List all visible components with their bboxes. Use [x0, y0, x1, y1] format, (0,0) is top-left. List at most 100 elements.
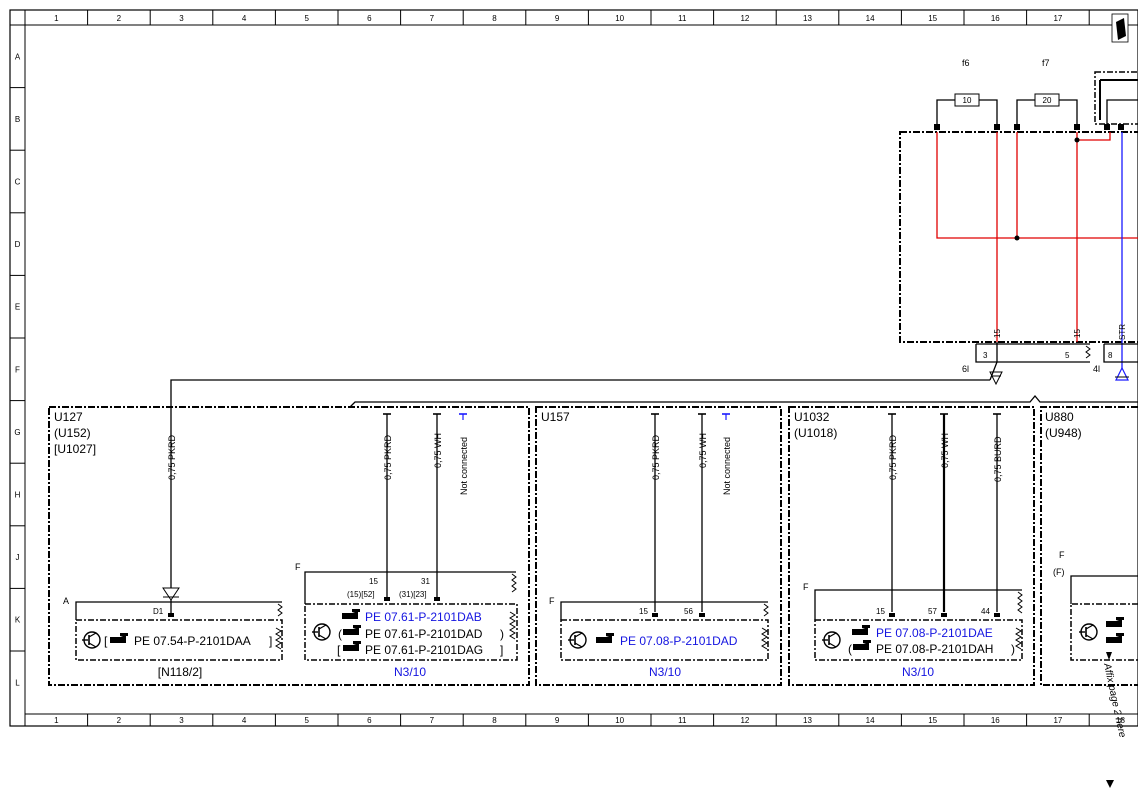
fuse-f7-value: 20 [1043, 96, 1052, 105]
u127-module-f-caption: N3/10 [394, 665, 426, 679]
column-label: 7 [430, 14, 435, 23]
column-label: 7 [430, 716, 435, 725]
column-label: 9 [555, 14, 560, 23]
u127-f-ref3[interactable]: PE 07.61-P-2101DAG [365, 643, 483, 657]
u127-f-wire3: Not connected [459, 437, 469, 495]
column-label: 11 [678, 14, 687, 23]
column-label: 5 [304, 716, 309, 725]
connector-6l-label: 6l [962, 364, 969, 374]
column-label: 9 [555, 716, 560, 725]
u127-module-a-pin: D1 [153, 607, 164, 616]
u1032-pin1: 15 [876, 607, 885, 616]
u880-hand-icon-1 [1106, 617, 1124, 627]
column-label: 15 [928, 716, 937, 725]
u880-letter-alt: (F) [1053, 567, 1065, 577]
u127-module-a-ref[interactable]: PE 07.54-P-2101DAA [134, 634, 251, 648]
u127-f-ref1[interactable]: PE 07.61-P-2101DAB [365, 610, 482, 624]
page-corner-icon [1111, 13, 1129, 43]
u127-module-a-caption: [N118/2] [158, 665, 202, 679]
block-u880-title: U880 [1045, 410, 1074, 424]
u1032-transistor-icon [822, 631, 841, 649]
u127-module-a-letter: A [63, 596, 69, 606]
column-label: 14 [866, 716, 875, 725]
connector-6l-pin-b: 5 [1065, 351, 1070, 360]
column-label: 3 [179, 14, 184, 23]
trunk-wire-pkrd [170, 379, 990, 392]
block-u157-title: U157 [541, 410, 570, 424]
u127-f-hand-icon-3 [343, 641, 361, 651]
connector-4l-pin-a: 8 [1108, 351, 1113, 360]
affix-note-text: Affix page 2 here [1101, 661, 1128, 739]
fuse-f6-value: 10 [963, 96, 972, 105]
u1032-pin2: 57 [928, 607, 937, 616]
u1032-wire2: 0,75 WH [940, 433, 950, 468]
column-label: 4 [242, 716, 247, 725]
column-label: 2 [117, 14, 122, 23]
column-label: 1 [54, 14, 59, 23]
block-u127-alt2: [U1027] [54, 442, 96, 456]
u157-ref[interactable]: PE 07.08-P-2101DAD [620, 634, 738, 648]
u127-f-hand-icon-1 [342, 609, 360, 619]
u157-caption: N3/10 [649, 665, 681, 679]
row-label: G [14, 428, 20, 437]
row-label: C [15, 178, 21, 187]
u127-f-pin2-alt: (31)[23] [399, 590, 427, 599]
u157-wire3: Not connected [722, 437, 732, 495]
u1032-hand-icon-1 [852, 625, 870, 635]
u127-f-ref2[interactable]: PE 07.61-P-2101DAD [365, 627, 483, 641]
column-label: 2 [117, 716, 122, 725]
connector-4l-label: 4l [1093, 364, 1100, 374]
column-label: 12 [740, 716, 749, 725]
fuse-box: f6 10 f7 20 15 15 STR [899, 58, 1138, 368]
u127-module-f-letter: F [295, 562, 301, 572]
u1032-ref2[interactable]: PE 07.08-P-2101DAH [876, 642, 993, 656]
block-u127: U127 (U152) [U1027] 0,75 PKRD A D1 [ PE … [48, 392, 530, 686]
column-label: 15 [928, 14, 937, 23]
u127-module-f-transistor-icon [312, 623, 331, 641]
block-u1032-alt1: (U1018) [794, 426, 837, 440]
u127-f-pin-cap-3 [459, 413, 467, 420]
column-label: 6 [367, 14, 372, 23]
u127-wire-label: 0,75 PKRD [167, 434, 177, 480]
u1032-pin3: 44 [981, 607, 990, 616]
row-label: J [16, 553, 20, 562]
u1032-wire1: 0,75 PKRD [888, 434, 898, 480]
u127-f-ref3-suffix: ] [500, 643, 503, 657]
row-label: E [15, 303, 20, 312]
column-label: 5 [304, 14, 309, 23]
u127-module-a-hand-icon [110, 633, 128, 643]
fuse-f6-label: f6 [962, 58, 970, 68]
row-label: D [15, 240, 21, 249]
u127-f-pin1: 15 [369, 577, 378, 586]
column-label: 11 [678, 716, 687, 725]
u157-pin2: 56 [684, 607, 693, 616]
u127-f-ref2-prefix: ( [338, 627, 342, 641]
u1032-wire3: 0,75 BURD [993, 436, 1003, 482]
block-u1032: U1032 (U1018) 0,75 PKRD 0,75 WH 0,75 BUR… [788, 406, 1035, 686]
u1032-letter: F [803, 582, 809, 592]
u1032-hand-icon-2 [853, 640, 871, 650]
column-label: 17 [1053, 14, 1062, 23]
column-label: 4 [242, 14, 247, 23]
u127-f-ref3-prefix: [ [337, 643, 341, 657]
column-label: 13 [803, 14, 812, 23]
u157-pin1: 15 [639, 607, 648, 616]
column-label: 18 [1116, 716, 1125, 725]
u127-f-ref2-suffix: ) [500, 627, 504, 641]
column-label: 12 [740, 14, 749, 23]
block-u127-title: U127 [54, 410, 83, 424]
connector-4l: 8 4l [1093, 343, 1138, 381]
row-label: A [15, 52, 21, 61]
column-label: 10 [615, 14, 624, 23]
connector-6l: 3 5 6l [962, 342, 1091, 386]
u127-module-a-ref-prefix: [ [104, 634, 108, 648]
u157-wire2: 0,75 WH [698, 433, 708, 468]
u1032-ref1[interactable]: PE 07.08-P-2101DAE [876, 626, 993, 640]
row-label: B [15, 115, 20, 124]
u127-f-hand-icon-2 [343, 625, 361, 635]
column-label: 14 [866, 14, 875, 23]
column-label: 10 [615, 716, 624, 725]
